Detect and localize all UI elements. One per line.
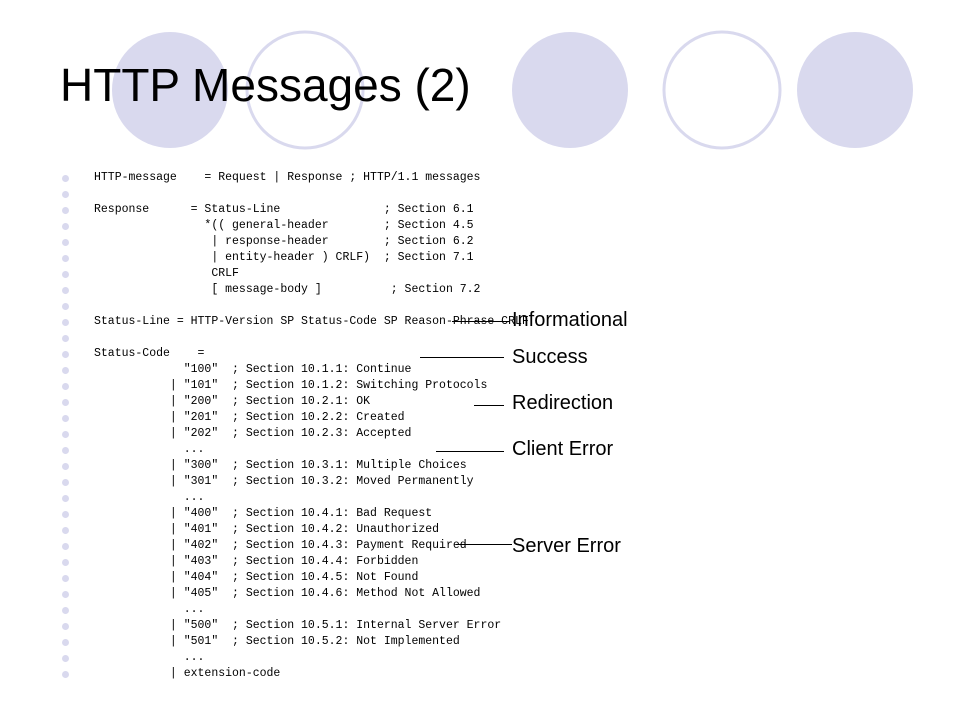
annotation-informational: Informational <box>512 309 628 331</box>
bullet-icon <box>62 367 69 374</box>
bullet-icon <box>62 575 69 582</box>
decorative-circles <box>112 30 913 150</box>
bullet-icon <box>62 591 69 598</box>
code-text: "100" ; Section 10.1.1: Continue <box>94 363 412 376</box>
code-text: ... <box>94 443 205 456</box>
bullet-icon <box>62 623 69 630</box>
bullet-icon <box>62 287 69 294</box>
bullet-icon <box>62 543 69 550</box>
bullet-icon <box>62 399 69 406</box>
code-text: | "401" ; Section 10.4.2: Unauthorized <box>94 523 440 536</box>
code-text: *(( general-header ; Section 4.5 <box>94 219 474 232</box>
bullet-icon <box>62 607 69 614</box>
bullet-icon <box>62 559 69 566</box>
leader-line-redirection <box>474 405 504 406</box>
bullet-icon <box>62 655 69 662</box>
bullet-icon <box>62 383 69 390</box>
leader-line-server-error <box>456 544 512 545</box>
circle-1 <box>112 32 228 148</box>
slide-title: HTTP Messages (2) <box>60 59 471 111</box>
bullet-icon <box>62 255 69 262</box>
bullet-icon <box>62 415 69 422</box>
leader-line-success <box>420 357 504 358</box>
bullet-icon <box>62 191 69 198</box>
bullet-icon <box>62 671 69 678</box>
code-text: | "500" ; Section 10.5.1: Internal Serve… <box>94 619 502 632</box>
code-text: CRLF <box>94 267 239 280</box>
code-text: ... <box>94 603 205 616</box>
code-text: | "405" ; Section 10.4.6: Method Not All… <box>94 587 481 600</box>
code-text: ... <box>94 651 205 664</box>
code-text: Response = Status-Line ; Section 6.1 <box>94 203 474 216</box>
code-text: | "501" ; Section 10.5.2: Not Implemente… <box>94 635 460 648</box>
bullet-icon <box>62 447 69 454</box>
bullet-icon <box>62 639 69 646</box>
circle-5 <box>797 32 913 148</box>
bullet-icon <box>62 239 69 246</box>
circle-3 <box>512 32 628 148</box>
code-text: | "400" ; Section 10.4.1: Bad Request <box>94 507 433 520</box>
code-text: | "300" ; Section 10.3.1: Multiple Choic… <box>94 459 467 472</box>
annotation-server-error: Server Error <box>512 535 621 557</box>
circle-4 <box>662 30 782 150</box>
code-text: | extension-code <box>94 667 281 680</box>
circle-2 <box>245 30 365 150</box>
annotation-success: Success <box>512 346 588 368</box>
bullet-icon <box>62 303 69 310</box>
bullet-icon <box>62 511 69 518</box>
code-text: ... <box>94 491 205 504</box>
bullet-icon <box>62 351 69 358</box>
code-text: | "404" ; Section 10.4.5: Not Found <box>94 571 419 584</box>
code-text: Status-Code = <box>94 347 205 360</box>
code-text: | "101" ; Section 10.1.2: Switching Prot… <box>94 379 488 392</box>
bullet-icon <box>62 223 69 230</box>
bullet-icon <box>62 431 69 438</box>
bullet-icon <box>62 463 69 470</box>
bullet-icon <box>62 271 69 278</box>
code-text: [ message-body ] ; Section 7.2 <box>94 283 481 296</box>
bullet-icon <box>62 175 69 182</box>
code-text: Status-Line = HTTP-Version SP Status-Cod… <box>94 315 529 328</box>
code-text: HTTP-message = Request | Response ; HTTP… <box>94 171 481 184</box>
bullet-icon <box>62 527 69 534</box>
bullet-icon <box>62 319 69 326</box>
code-text: | "403" ; Section 10.4.4: Forbidden <box>94 555 419 568</box>
leader-line-informational <box>452 321 510 322</box>
bullet-icon <box>62 335 69 342</box>
bullet-icon <box>62 479 69 486</box>
code-text: | "301" ; Section 10.3.2: Moved Permanen… <box>94 475 474 488</box>
code-text: | "200" ; Section 10.2.1: OK <box>94 395 371 408</box>
annotation-redirection: Redirection <box>512 392 614 414</box>
bullet-icon <box>62 495 69 502</box>
code-text: | "402" ; Section 10.4.3: Payment Requir… <box>94 539 467 552</box>
bullet-icon <box>62 207 69 214</box>
code-text: | "202" ; Section 10.2.3: Accepted <box>94 427 412 440</box>
leader-line-client-error <box>436 451 504 452</box>
code-text: | response-header ; Section 6.2 <box>94 235 474 248</box>
code-text: | entity-header ) CRLF) ; Section 7.1 <box>94 251 474 264</box>
code-text: | "201" ; Section 10.2.2: Created <box>94 411 405 424</box>
annotation-client-error: Client Error <box>512 438 614 460</box>
